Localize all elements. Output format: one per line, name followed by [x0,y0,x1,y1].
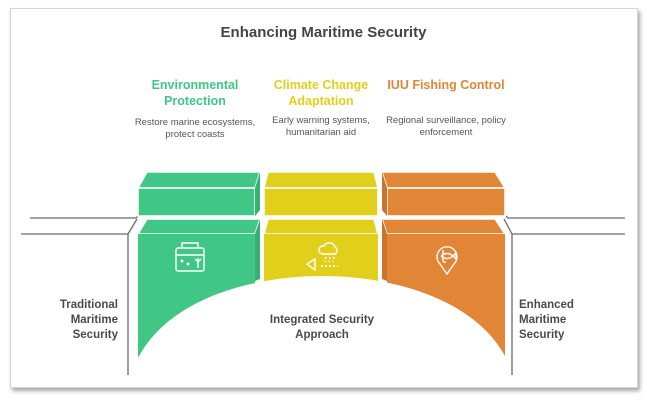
aquarium-icon [175,242,205,272]
enhanced-security-label: Enhanced Maritime Security [519,299,574,341]
integrated-approach-label: Integrated Security Approach [269,314,375,341]
upper-block-green [136,171,262,217]
column-description-environmental: Restore marine ecosystems, protect coast… [134,117,256,140]
column-heading-climate: Climate Change Adaptation [273,78,369,108]
upper-block-orange [380,171,507,217]
column-heading-environmental: Environmental Protection [151,78,239,108]
page-title: Enhancing Maritime Security [220,24,427,41]
upper-block-yellow [263,171,379,217]
column-description-climate: Early warning systems, humanitarian aid [272,115,370,138]
rain-warning-icon [305,242,338,272]
fish-location-icon [436,246,458,276]
traditional-security-label: Traditional Maritime Security [59,299,118,341]
column-description-iuu: Regional surveillance, policy enforcemen… [386,115,506,138]
column-heading-iuu: IUU Fishing Control [387,78,505,92]
lower-block-yellow [263,218,379,284]
arch-cutout [136,276,508,362]
